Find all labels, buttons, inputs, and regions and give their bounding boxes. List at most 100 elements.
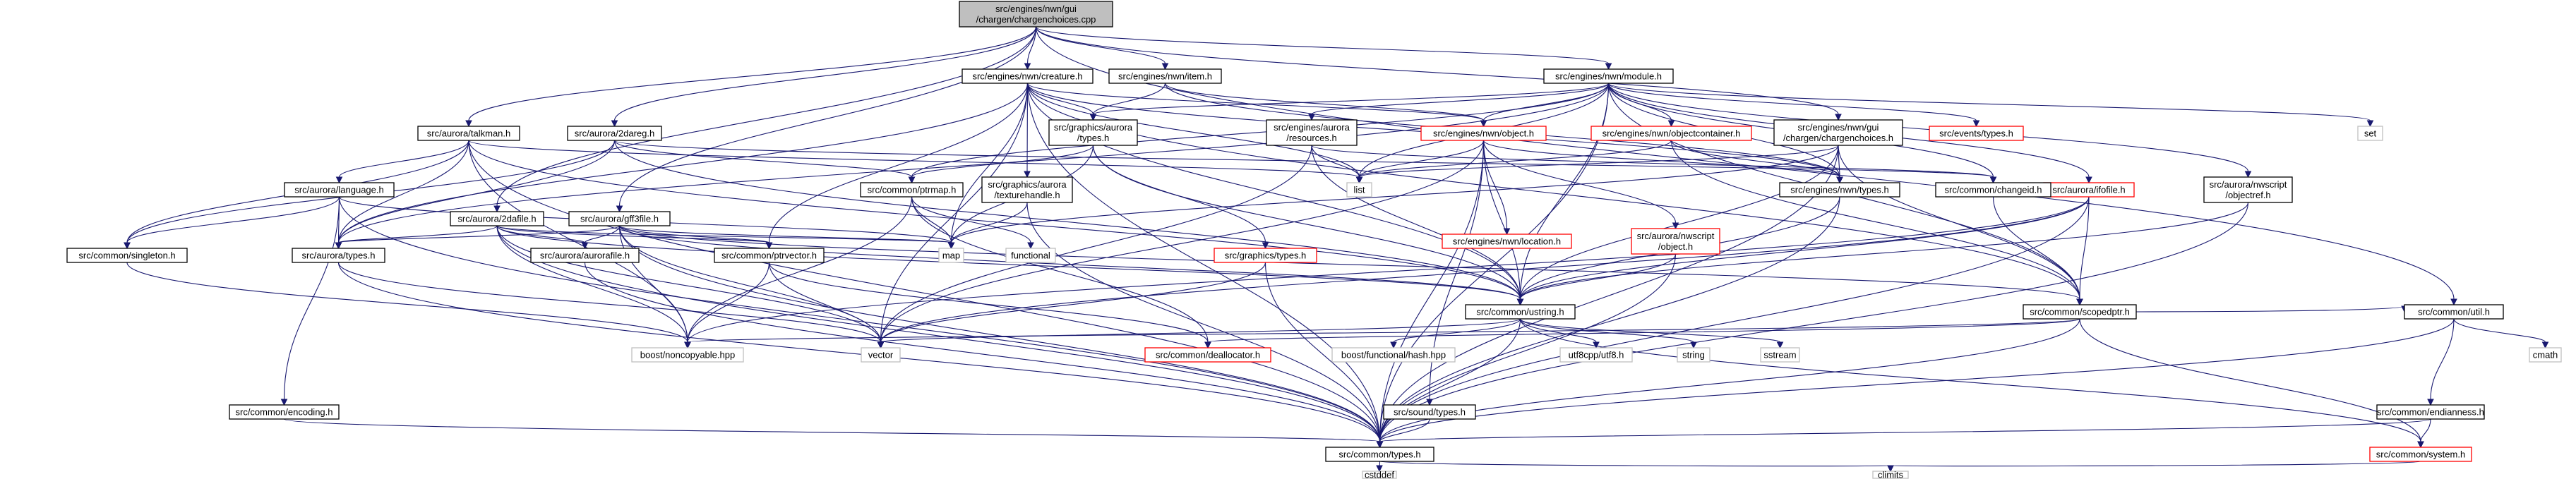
node-location[interactable]: src/engines/nwn/location.h — [1442, 234, 1572, 249]
node-encoding[interactable]: src/common/encoding.h — [229, 404, 340, 420]
edge-graphics_aurora_types-to-ptrmap — [908, 145, 1094, 184]
edge-d2dafile-to-aurorafile — [496, 225, 589, 250]
edge-object-to-nwn_types — [1482, 140, 1843, 184]
node-label: src/common/ustring.h — [1476, 307, 1564, 317]
node-graphics_aurora_types[interactable]: src/graphics/aurora/types.h — [1048, 119, 1138, 146]
edge-ptrvector-to-noncopyable — [684, 262, 770, 349]
edge-objectcontainer-to-list — [1355, 140, 1672, 184]
edge-scopedptr-to-deallocator — [1204, 318, 2080, 349]
node-sound_types[interactable]: src/sound/types.h — [1383, 404, 1476, 420]
node-deallocator[interactable]: src/common/deallocator.h — [1144, 347, 1271, 363]
node-label: /resources.h — [1286, 133, 1337, 143]
node-language[interactable]: src/aurora/language.h — [284, 182, 395, 198]
node-aurorafile[interactable]: src/aurora/aurorafile.h — [530, 248, 640, 263]
node-texturehandle[interactable]: src/graphics/aurora/texturehandle.h — [981, 176, 1073, 203]
node-system[interactable]: src/common/system.h — [2369, 447, 2472, 462]
node-ptrmap[interactable]: src/common/ptrmap.h — [860, 182, 964, 198]
edge-module-to-events_types — [1607, 83, 1980, 128]
edge-chargenchoices_h-to-ustring — [1516, 145, 1839, 306]
node-label: /texturehandle.h — [994, 190, 1060, 200]
edge-creature-to-texturehandle — [1024, 83, 1031, 178]
edge-texturehandle-to-map — [947, 202, 1028, 250]
edge-root-to-chargenchoices_h — [1035, 26, 1842, 121]
edge-item-to-object — [1164, 83, 1487, 128]
node-util[interactable]: src/common/util.h — [2404, 304, 2504, 320]
node-label: src/aurora/2dafile.h — [457, 214, 536, 224]
edge-scopedptr-to-noncopyable — [684, 318, 2080, 349]
edge-gff3file-to-aurorafile — [581, 225, 621, 250]
edge-creature-to-graphics_aurora_types — [1026, 83, 1097, 121]
node-nwn_types[interactable]: src/engines/nwn/types.h — [1779, 182, 1900, 198]
node-label: src/graphics/types.h — [1225, 250, 1307, 261]
node-root[interactable]: src/engines/nwn/gui/chargen/chargenchoic… — [959, 1, 1113, 28]
node-object[interactable]: src/engines/nwn/object.h — [1420, 126, 1547, 141]
node-label: cmath — [2533, 350, 2558, 360]
node-talkman[interactable]: src/aurora/talkman.h — [417, 126, 520, 141]
node-label: boost/functional/hash.hpp — [1341, 350, 1446, 360]
node-creature[interactable]: src/engines/nwn/creature.h — [961, 68, 1094, 84]
node-scopedptr[interactable]: src/common/scopedptr.h — [2023, 304, 2137, 320]
node-objectcontainer[interactable]: src/engines/nwn/objectcontainer.h — [1590, 126, 1752, 141]
node-label: functional — [1011, 250, 1050, 261]
node-aurora_resources[interactable]: src/engines/aurora/resources.h — [1266, 119, 1358, 146]
node-label: src/sound/types.h — [1394, 407, 1466, 418]
node-events_types[interactable]: src/events/types.h — [1929, 126, 2024, 141]
node-graphics_types[interactable]: src/graphics/types.h — [1214, 248, 1317, 263]
node-d2dafile[interactable]: src/aurora/2dafile.h — [450, 211, 544, 226]
edge-language-to-singleton — [124, 196, 340, 250]
edge-d2dareg-to-ustring — [613, 140, 1524, 306]
node-singleton[interactable]: src/common/singleton.h — [66, 248, 188, 263]
node-gff3file[interactable]: src/aurora/gff3file.h — [568, 211, 671, 226]
node-label: /chargen/chargenchoices.h — [1783, 133, 1893, 143]
edge-d2dareg-to-ptrmap — [613, 140, 916, 184]
node-label: src/common/util.h — [2418, 307, 2490, 317]
node-label: src/engines/nwn/creature.h — [972, 71, 1082, 82]
edge-item-to-graphics_aurora_types — [1089, 83, 1166, 121]
node-label: src/aurora/gff3file.h — [580, 214, 659, 224]
node-d2dareg[interactable]: src/aurora/2dareg.h — [567, 126, 662, 141]
edge-util-to-endianness — [2427, 318, 2455, 406]
node-climits: climits — [1872, 470, 1909, 479]
edge-chargenchoices_h-to-list — [1355, 145, 1839, 184]
node-item[interactable]: src/engines/nwn/item.h — [1108, 68, 1222, 84]
node-nwscript_objectref[interactable]: src/aurora/nwscript/objectref.h — [2203, 176, 2293, 203]
edge-language-to-common_types — [338, 196, 1384, 449]
node-aurora_types[interactable]: src/aurora/types.h — [292, 248, 385, 263]
node-label: /chargen/chargenchoices.cpp — [976, 14, 1096, 25]
node-chargenchoices_h[interactable]: src/engines/nwn/gui/chargen/chargenchoic… — [1773, 119, 1903, 146]
node-changeid[interactable]: src/common/changeid.h — [1935, 182, 2051, 198]
edge-ustring-to-string — [1519, 318, 1697, 349]
edge-endianness-to-system — [2417, 418, 2431, 449]
edge-d2dafile-to-aurora_types — [335, 225, 498, 250]
node-nwscript_object[interactable]: src/aurora/nwscript/object.h — [1631, 228, 1720, 255]
edge-scopedptr-to-util — [2135, 305, 2408, 313]
node-label: src/engines/aurora — [1274, 122, 1350, 133]
edge-d2dafile-to-vector — [496, 225, 885, 349]
node-ifofile[interactable]: src/aurora/ifofile.h — [2043, 182, 2135, 198]
node-module[interactable]: src/engines/nwn/module.h — [1543, 68, 1674, 84]
edge-talkman-to-noncopyable — [468, 140, 691, 349]
node-list: list — [1346, 182, 1372, 198]
node-sstream: sstream — [1760, 347, 1800, 363]
node-label: src/aurora/aurorafile.h — [540, 250, 630, 261]
node-label: src/engines/nwn/types.h — [1790, 185, 1888, 195]
edge-root-to-d2dafile — [493, 26, 1037, 213]
node-label: utf8cpp/utf8.h — [1569, 350, 1624, 360]
edge-ptrmap-to-noncopyable — [684, 196, 913, 349]
edge-nwscript_object-to-ustring — [1516, 253, 1677, 306]
edge-common_types-to-climits — [1379, 461, 1894, 473]
edge-root-to-gff3file — [616, 26, 1037, 213]
node-label: list — [1354, 185, 1365, 195]
edge-ifofile-to-scopedptr — [2076, 196, 2090, 306]
node-label: src/common/singleton.h — [78, 250, 175, 261]
edge-ifofile-to-ustring — [1516, 196, 2090, 306]
edge-talkman-to-language — [335, 140, 469, 184]
node-label: map — [942, 250, 960, 261]
node-ptrvector[interactable]: src/common/ptrvector.h — [714, 248, 825, 263]
node-endianness[interactable]: src/common/endianness.h — [2376, 404, 2485, 420]
node-label: boost/noncopyable.hpp — [640, 350, 735, 360]
node-ustring[interactable]: src/common/ustring.h — [1465, 304, 1576, 320]
edge-language-to-encoding — [280, 196, 340, 406]
node-common_types[interactable]: src/common/types.h — [1325, 447, 1434, 462]
edge-ustring-to-sstream — [1519, 318, 1784, 349]
